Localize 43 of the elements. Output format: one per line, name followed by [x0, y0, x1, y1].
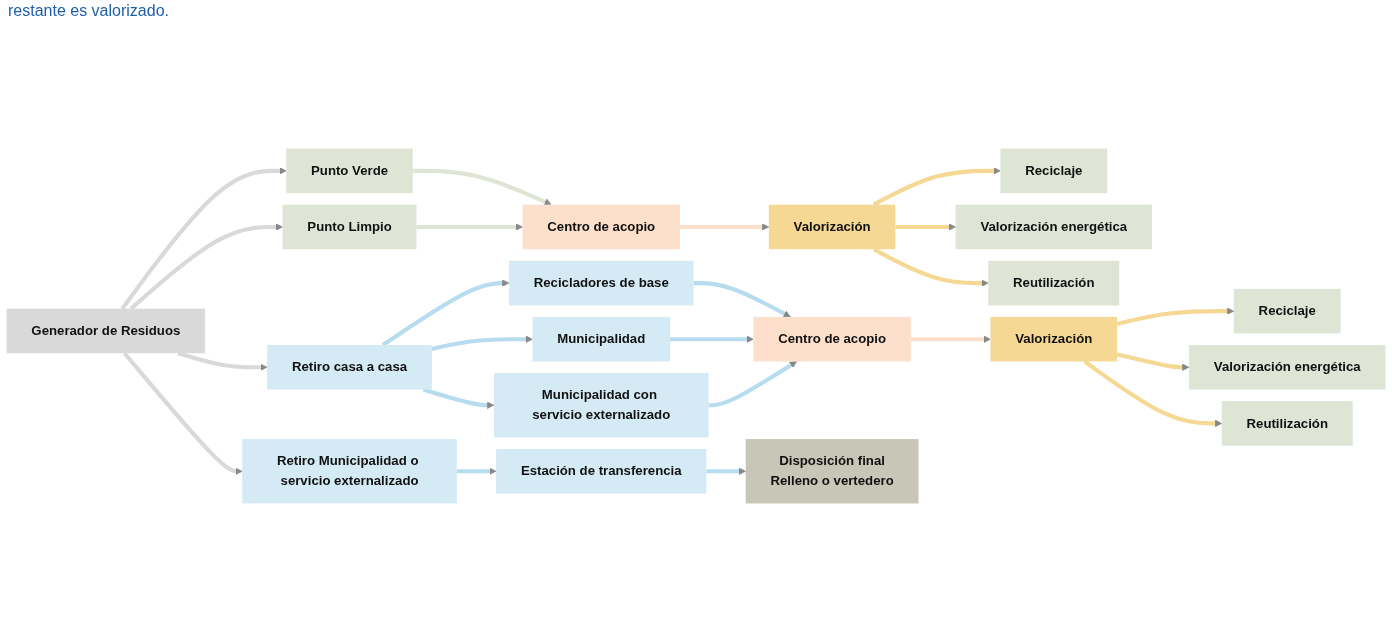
arrow: [910, 335, 991, 343]
arrow: [177, 351, 268, 371]
node-box: Retiro Municipalidad o servicio externalizado: [242, 439, 457, 504]
arrow: [1083, 359, 1223, 427]
arrow: [422, 387, 495, 409]
node-box: Valorización: [990, 316, 1118, 362]
node-box: Reciclaje: [1000, 148, 1108, 194]
arrow: [708, 361, 797, 408]
node-box: Centro de acopio: [753, 316, 911, 362]
node-box: Valorización: [768, 204, 896, 250]
arrow: [431, 335, 533, 351]
node-box: Generador de Residuos: [6, 308, 206, 354]
arrow: [670, 335, 754, 343]
node-box: Recicladores de base: [508, 260, 694, 306]
node-box: Valorización energética: [955, 204, 1152, 250]
arrow: [1116, 307, 1235, 326]
node-box: Punto Verde: [286, 148, 413, 194]
arrow: [412, 168, 552, 206]
node-box: Punto Limpio: [282, 204, 417, 250]
node-box: Municipalidad: [532, 316, 671, 362]
note-text: restante es valorizado.: [8, 2, 169, 20]
arrow: [706, 467, 746, 475]
arrow: [872, 167, 1001, 207]
arrow: [122, 351, 243, 475]
node-box: Retiro casa a casa: [267, 345, 432, 390]
node-box: Reutilización: [1221, 401, 1353, 446]
arrow: [416, 223, 523, 231]
arrow: [679, 223, 770, 231]
node-box: Municipalidad con servicio externalizado: [493, 373, 709, 438]
arrow: [129, 223, 283, 311]
arrow: [120, 167, 287, 310]
arrow: [1116, 352, 1190, 371]
node-box: Reciclaje: [1233, 288, 1341, 334]
node-box: Estación de transferencia: [496, 448, 707, 494]
arrow: [456, 467, 497, 475]
arrow: [872, 247, 989, 287]
node-box: Centro de acopio: [522, 204, 680, 250]
arrow: [693, 281, 791, 318]
node-box: Valorización energética: [1189, 345, 1386, 390]
arrow: [381, 279, 510, 347]
node-box: Disposición final Relleno o vertedero: [745, 439, 919, 504]
node-box: Reutilización: [988, 260, 1120, 306]
arrow: [895, 223, 956, 231]
